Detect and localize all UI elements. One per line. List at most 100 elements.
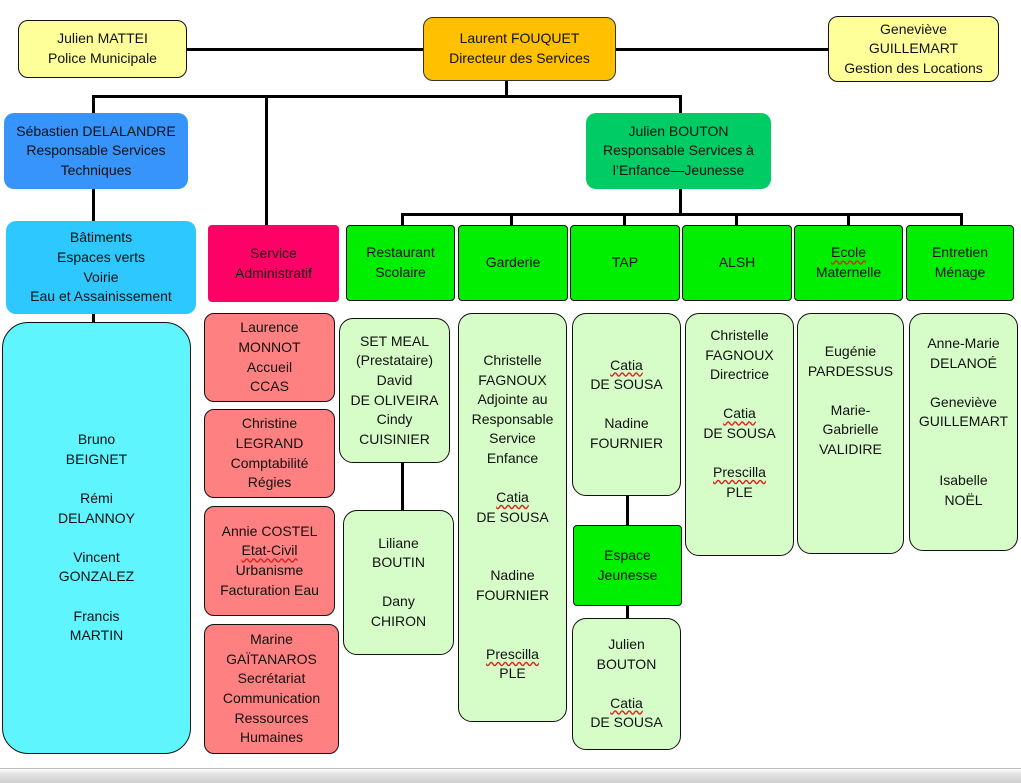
- connector-line: [187, 48, 423, 51]
- technique-line-1: Sébastien DELALANDRE: [16, 122, 176, 139]
- admin-card-line: CCAS: [250, 378, 289, 395]
- card-line: Adjointe au: [477, 391, 548, 408]
- card-spacer: [849, 381, 853, 401]
- card-line: Gabrielle: [822, 421, 879, 438]
- card-line: CHIRON: [370, 612, 427, 629]
- unit-title-line: Ecole: [830, 244, 867, 261]
- card-line: Responsable: [471, 410, 554, 427]
- card-spacer: [511, 527, 515, 547]
- card-line: Anne-Marie: [927, 335, 1000, 351]
- card-line: FAGNOUX: [705, 346, 774, 363]
- card-spacer: [625, 395, 629, 415]
- connector-line: [92, 188, 95, 222]
- technique-service-4: Eau et Assainissement: [30, 288, 172, 305]
- connector-line: [265, 95, 268, 225]
- admin-card-line: Facturation Eau: [220, 581, 319, 598]
- alsh-box: ALSH: [682, 225, 792, 301]
- technique-service-1: Bâtiments: [69, 229, 133, 246]
- card-line: Geneviève: [930, 393, 997, 410]
- police-line-1: Julien MATTEI: [57, 30, 148, 47]
- card-spacer: [511, 547, 515, 567]
- card-spacer: [511, 469, 515, 489]
- tech-staff-spacer: [95, 528, 99, 548]
- connector-line: [626, 495, 629, 525]
- card-line: PLE: [499, 665, 526, 682]
- jeunesse-card: Julien BOUTON Catia DE SOUSA: [572, 618, 681, 750]
- locations-line-3: Gestion des Locations: [844, 59, 983, 76]
- technique-service-3: Voirie: [83, 268, 119, 285]
- unit-title-line: Jeunesse: [597, 566, 658, 583]
- police-municipale-box: Julien MATTEI Police Municipale: [18, 20, 187, 78]
- window-bottom-bar: [0, 768, 1021, 783]
- admin-card-line: Annie COSTEL: [221, 522, 318, 539]
- directeur-services-box: Laurent FOUQUET Directeur des Services: [423, 17, 616, 81]
- card-spacer: [625, 674, 629, 694]
- tech-staff-line: BEIGNET: [65, 450, 128, 467]
- card-line: Prescilla: [486, 645, 539, 662]
- connector-line: [679, 187, 682, 215]
- unit-title-line: Entretien: [931, 244, 989, 261]
- admin-card-line: Communication: [222, 690, 321, 706]
- connector-line: [623, 213, 626, 226]
- connector-line: [679, 95, 682, 113]
- unit-title-line: Restaurant: [366, 244, 435, 261]
- directeur-line-1: Laurent FOUQUET: [459, 30, 580, 47]
- admin-card-line: Humaines: [239, 729, 304, 746]
- connector-line: [626, 605, 629, 619]
- admin-card-line: Ressources: [234, 709, 309, 726]
- card-line: Liliane: [378, 534, 419, 551]
- technique-line-2: Responsable Services: [26, 142, 166, 159]
- admin-card-line: Comptabilité: [230, 454, 309, 471]
- admin-title-line-1: Service: [250, 244, 297, 261]
- connector-line: [735, 213, 738, 226]
- card-spacer: [962, 432, 966, 452]
- card-spacer: [738, 385, 742, 405]
- locations-line-1: Geneviève: [880, 20, 947, 37]
- admin-card-line: Christine: [241, 415, 298, 432]
- card-line: Prescilla: [713, 464, 766, 481]
- unit-title-line: Maternelle: [815, 264, 882, 280]
- card-spacer: [738, 444, 742, 464]
- card-line: DE SOUSA: [703, 424, 776, 441]
- tap-card: Catia DE SOUSA Nadine FOURNIER: [572, 313, 681, 496]
- unit-title-line: Espace: [604, 546, 651, 563]
- unit-title-line: ALSH: [718, 254, 756, 271]
- card-line: Christelle: [710, 327, 769, 343]
- unit-title-line: Garderie: [485, 254, 541, 271]
- card-line: CUISINIER: [359, 430, 430, 447]
- connector-line: [960, 213, 963, 226]
- card-line: FOURNIER: [589, 434, 664, 451]
- connector-line: [92, 95, 95, 113]
- card-line: PLE: [726, 483, 753, 500]
- tech-staff-spacer: [95, 587, 99, 607]
- restaurant-card-staff: Liliane BOUTIN Dany CHIRON: [343, 510, 454, 655]
- card-line: Catia: [723, 405, 756, 422]
- tech-staff-line: Rémi: [80, 490, 113, 507]
- card-line: BOUTON: [596, 655, 657, 672]
- connector-line: [847, 213, 850, 226]
- technique-services-box: Bâtiments Espaces verts Voirie Eau et As…: [6, 221, 196, 314]
- admin-card-line: LEGRAND: [235, 434, 304, 451]
- services-techniques-box: Sébastien DELALANDRE Responsable Service…: [4, 113, 188, 189]
- card-spacer: [511, 625, 515, 645]
- admin-title-line-2: Administratif: [234, 264, 313, 281]
- enfance-line-3: l’Enfance—Jeunesse: [612, 161, 745, 178]
- enfance-line-1: Julien BOUTON: [628, 122, 729, 139]
- tech-staff-spacer: [95, 469, 99, 489]
- admin-card-line: Marine: [250, 631, 293, 648]
- admin-card-line: Laurence: [240, 319, 299, 336]
- enfance-line-2: Responsable Services à: [603, 142, 754, 159]
- card-line: DE SOUSA: [590, 714, 663, 731]
- tech-staff-line: DELANNOY: [57, 509, 136, 526]
- admin-card-etat-civil: Annie COSTEL Etat-Civil Urbanisme Factur…: [204, 506, 335, 616]
- card-spacer: [962, 452, 966, 472]
- entretien-card: Anne-Marie DELANOÉ Geneviève GUILLEMART …: [909, 313, 1018, 551]
- admin-card-secretariat: Marine GAÏTANAROS Secrétariat Communicat…: [204, 624, 339, 754]
- card-line: NOËL: [944, 491, 983, 508]
- connector-line: [510, 213, 513, 226]
- alsh-card: Christelle FAGNOUX Directrice Catia DE S…: [685, 313, 794, 556]
- card-line: PARDESSUS: [807, 362, 894, 379]
- tech-staff-line: GONZALEZ: [58, 568, 135, 585]
- admin-card-line: Urbanisme: [235, 562, 304, 578]
- espace-jeunesse-box: Espace Jeunesse: [573, 525, 682, 606]
